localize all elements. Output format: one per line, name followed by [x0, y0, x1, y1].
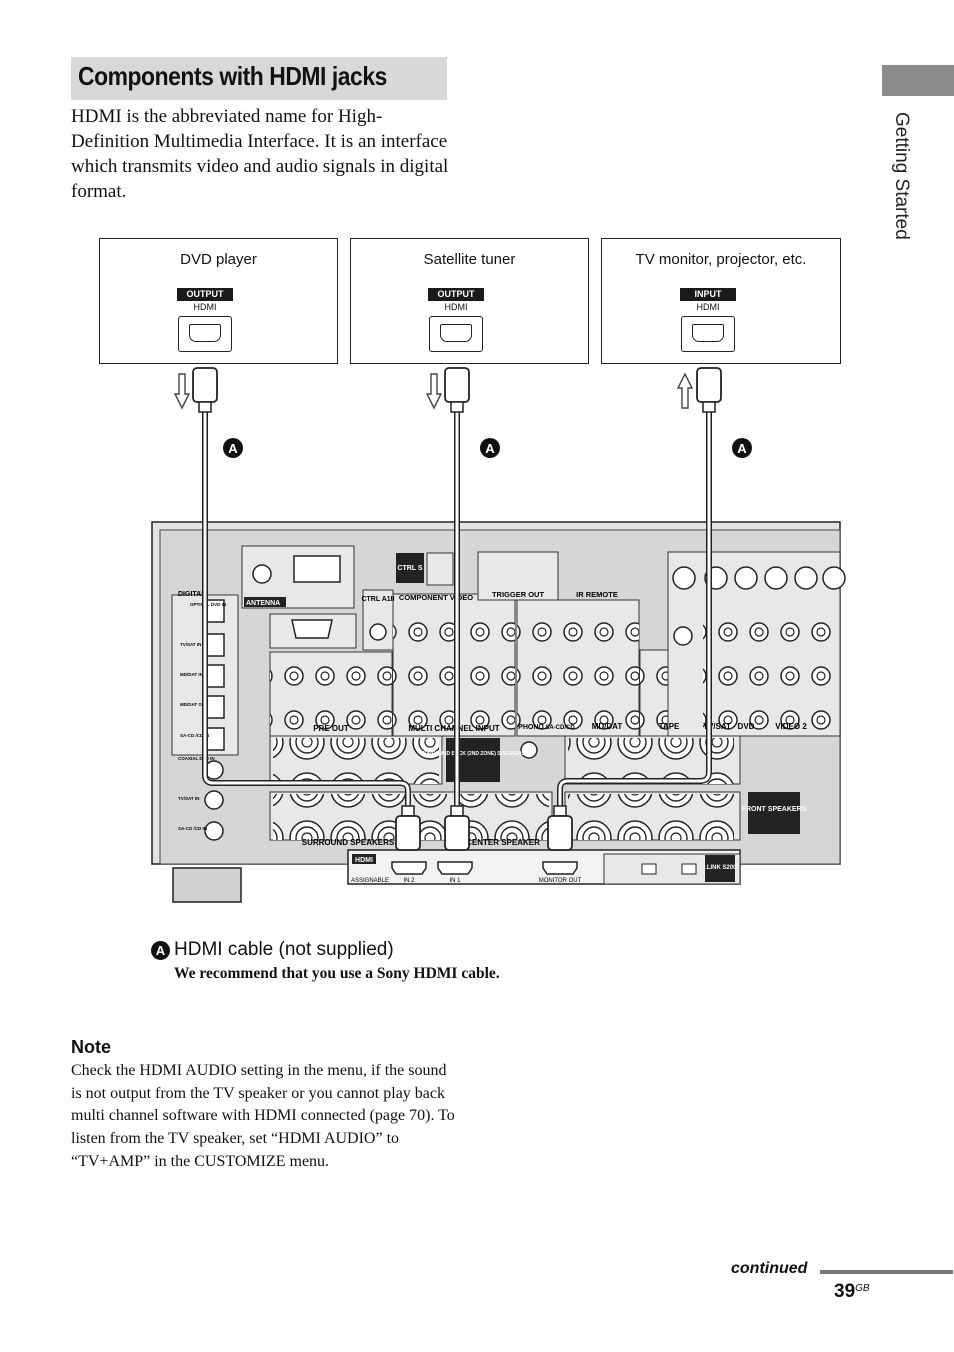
section-title: Components with HDMI jacks — [78, 61, 387, 91]
panel-label: CTRL S — [397, 565, 422, 572]
panel-label: FRONT SPEAKERS — [742, 806, 807, 813]
panel-label: VIDEO 2 — [775, 722, 807, 731]
device-name: DVD player — [180, 251, 257, 268]
digital-input-label: COAXIAL DVD IN — [178, 756, 215, 761]
jack-type-label: INPUT — [680, 288, 736, 301]
panel-label: DIGITAL — [178, 591, 206, 598]
panel-label: PHONO — [518, 724, 544, 731]
digital-input-label: MD/DAT IN — [180, 672, 203, 677]
hdmi-port-strip: HDMI ASSIGNABLE IN 2 IN 1 MONITOR OUT — [347, 849, 741, 885]
continued-rule — [820, 1270, 953, 1274]
arrow-down-icon — [173, 373, 191, 410]
digital-input-label: SA-CD /CD IN — [178, 826, 207, 831]
hdmi-output-jack: OUTPUT HDMI — [177, 288, 233, 352]
hdmi-strip-label: HDMI — [355, 857, 373, 864]
device-box-dvd-player: DVD player OUTPUT HDMI — [99, 238, 338, 364]
antenna-section — [241, 545, 355, 609]
jack-type-label: OUTPUT — [177, 288, 233, 301]
jack-label: HDMI — [444, 302, 468, 312]
panel-label: PRE OUT — [313, 724, 349, 733]
panel-label: IR REMOTE — [576, 590, 618, 599]
panel-label: MD/DAT — [592, 722, 623, 731]
panel-label: SURROUND SPEAKERS — [302, 838, 395, 847]
hdmi-port-icon — [429, 316, 483, 352]
page-number: 39GB — [834, 1281, 870, 1302]
speaker-terminals — [269, 735, 800, 841]
cable-legend: A HDMI cable (not supplied) — [151, 939, 394, 961]
section-title-bar — [71, 57, 447, 100]
device-name: Satellite tuner — [423, 251, 516, 268]
panel-label: SURROUND BACK (2ND ZONE) SPEAKERS — [421, 751, 525, 757]
panel-label: ANTENNA — [246, 600, 280, 607]
panel-label: i.LINK S200 — [703, 865, 737, 871]
intro-paragraph: HDMI is the abbreviated name for High-De… — [71, 106, 449, 202]
control-ports — [269, 552, 454, 651]
legend-label: HDMI cable (not supplied) — [174, 939, 394, 960]
digital-input-label: OPTICAL DVD IN — [190, 602, 226, 607]
cable-plugs-top — [192, 367, 722, 413]
hdmi-port-label: ASSIGNABLE — [351, 878, 389, 884]
side-tab-marker — [882, 65, 954, 96]
arrow-down-icon — [425, 373, 443, 410]
cable-markers: A A A — [223, 438, 752, 458]
digital-input-label: TV/SAT IN — [178, 796, 199, 801]
note-body: Check the HDMI AUDIO setting in the menu… — [71, 1062, 455, 1170]
device-box-satellite-tuner: Satellite tuner OUTPUT HDMI — [350, 238, 589, 364]
panel-label: TRIGGER OUT — [492, 590, 545, 599]
panel-label: COMPONENT VIDEO — [399, 593, 473, 602]
hdmi-input-jack: INPUT HDMI — [680, 288, 736, 352]
jack-type-label: OUTPUT — [428, 288, 484, 301]
cable-marker: A — [485, 441, 495, 456]
jack-label: HDMI — [696, 302, 720, 312]
hdmi-output-jack: OUTPUT HDMI — [428, 288, 484, 352]
panel-label: TV/SAT — [703, 722, 731, 731]
cable-plugs-bottom — [395, 805, 573, 851]
digital-input-label: TV/SAT IN — [180, 642, 201, 647]
hdmi-port-icon — [681, 316, 735, 352]
digital-input-label: SA-CD /CD IN — [180, 733, 209, 738]
hdmi-port-label: MONITOR OUT — [539, 878, 582, 884]
panel-labels: ANTENNA DIGITAL PRE OUT MULTI CHANNEL IN… — [178, 565, 807, 871]
hdmi-port-label: IN 2 — [403, 878, 415, 884]
hdmi-cables — [202, 410, 712, 816]
note-heading: Note — [71, 1037, 111, 1057]
hdmi-port-icon — [178, 316, 232, 352]
digital-input-label: MD/DAT OUT — [180, 702, 208, 707]
cable-recommendation: We recommend that you use a Sony HDMI ca… — [174, 965, 500, 982]
device-name: TV monitor, projector, etc. — [635, 251, 807, 268]
panel-label: DVD — [738, 722, 755, 731]
cable-marker: A — [737, 441, 747, 456]
signal-arrow-icons — [173, 372, 694, 410]
panel-label: CENTER SPEAKER — [466, 838, 540, 847]
panel-label: SA-CD/CD — [545, 725, 575, 731]
panel-label: TAPE — [659, 722, 680, 731]
device-box-tv-monitor: TV monitor, projector, etc. INPUT HDMI — [601, 238, 841, 364]
continued-label: continued — [731, 1260, 808, 1277]
arrow-up-icon — [676, 372, 694, 409]
hdmi-port-label: IN 1 — [449, 878, 461, 884]
panel-label: CTRL A1II — [361, 596, 394, 603]
cable-marker: A — [228, 441, 238, 456]
jack-label: HDMI — [193, 302, 217, 312]
legend-marker: A — [151, 940, 170, 960]
